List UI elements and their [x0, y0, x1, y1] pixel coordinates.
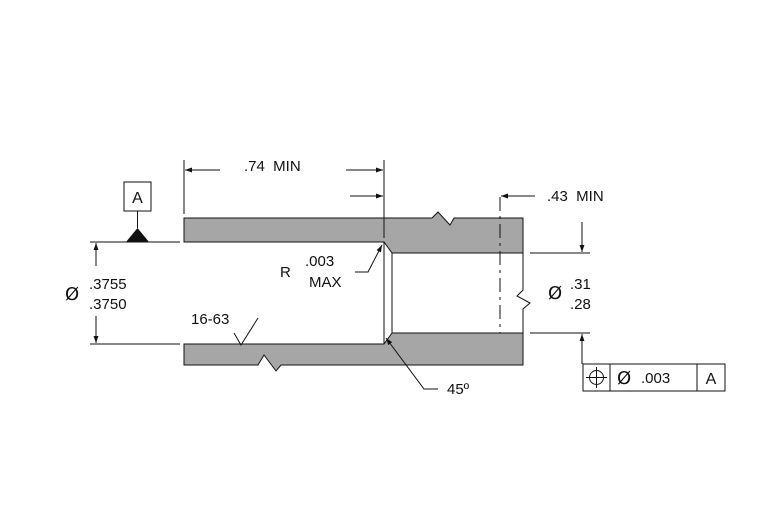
radius-leader [355, 244, 383, 273]
position-icon [586, 367, 607, 388]
upper-wall [183, 211, 524, 254]
chamfer-leader [385, 337, 438, 390]
fcf-diameter-symbol: Ø [617, 368, 631, 389]
bore-diameter-dimension: Ø .3755 .3750 [65, 241, 180, 345]
radius-suffix: MAX [309, 274, 342, 291]
fcf-tolerance: .003 [641, 370, 670, 387]
lower-wall [183, 332, 524, 372]
small-diameter-symbol: Ø [548, 283, 562, 304]
radius-value: .003 [305, 253, 334, 270]
small-diameter-lower: .28 [570, 296, 591, 313]
part-section [183, 197, 531, 372]
datum-a: A [123, 181, 152, 242]
radius-prefix: R [280, 264, 291, 281]
feature-control-frame: Ø .003 A [582, 363, 726, 392]
surface-finish-check-icon [233, 317, 259, 346]
datum-a-box [123, 181, 152, 212]
bore-length-dimension: .74 MIN [183, 158, 385, 238]
bore-diameter-upper: .3755 [89, 276, 127, 293]
datum-a-label: A [132, 190, 143, 207]
fcf-datum-ref: A [706, 371, 717, 388]
surface-finish-callout: 16-63 [191, 311, 259, 346]
chamfer-angle: 45º [447, 381, 470, 398]
datum-triangle-icon [126, 228, 149, 242]
counterbore-length-label: .43 MIN [547, 188, 604, 205]
small-diameter-upper: .31 [570, 276, 591, 293]
bore-diameter-lower: .3750 [89, 296, 127, 313]
bore-length-label: .74 MIN [244, 158, 301, 175]
small-diameter-dimension: Ø .31 .28 [530, 222, 591, 364]
right-break-line [516, 253, 531, 333]
radius-callout: R .003 MAX [280, 244, 383, 291]
counterbore-length-dimension: .43 MIN [501, 188, 604, 205]
surface-finish-label: 16-63 [191, 311, 229, 328]
chamfer-callout: 45º [385, 337, 470, 398]
bore-diameter-symbol: Ø [65, 284, 79, 305]
